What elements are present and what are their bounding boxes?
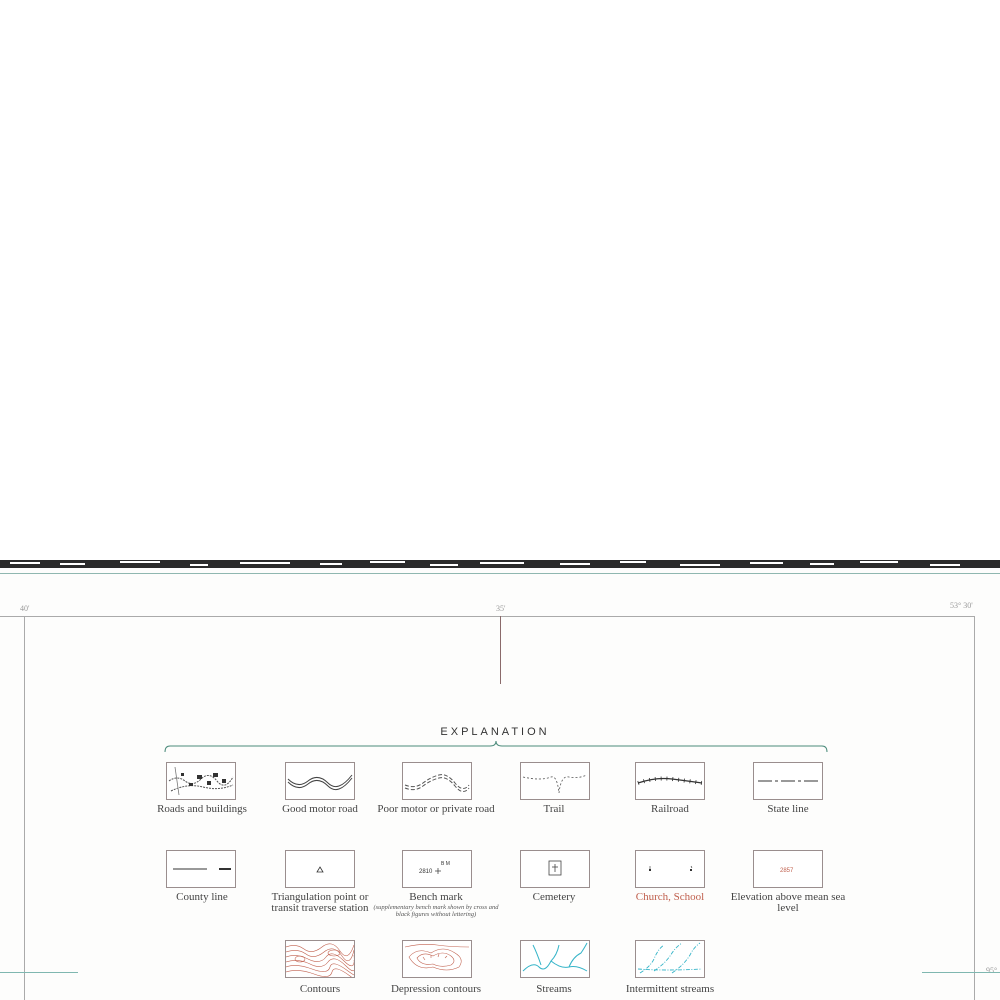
good-motor-road-symbol (285, 762, 355, 800)
poor-motor-road-symbol (402, 762, 472, 800)
meridian-tick (500, 616, 501, 684)
bench-mark-bm-text: B M (441, 861, 450, 867)
trail-symbol (520, 762, 590, 800)
parallel-tick-right (922, 972, 1000, 973)
map-area-blank (0, 0, 1000, 560)
label-intermittent-streams: Intermittent streams (625, 983, 715, 995)
label-railroad: Railroad (651, 803, 689, 815)
label-good-motor-road: Good motor road (282, 803, 358, 815)
explanation-title: EXPLANATION (440, 726, 550, 738)
coord-label-left: 40' (20, 604, 30, 613)
railroad-symbol (635, 762, 705, 800)
bench-mark-note: (supplementary bench mark shown by cross… (373, 904, 499, 918)
bench-mark-sample-number: 2810 (419, 869, 433, 875)
triangulation-symbol (285, 850, 355, 888)
elevation-sample-number: 2857 (780, 868, 794, 874)
state-line-symbol (753, 762, 823, 800)
county-line-symbol (166, 850, 236, 888)
neatline-top (0, 616, 975, 617)
parallel-tick-left (0, 972, 78, 973)
roads-buildings-symbol (166, 762, 236, 800)
label-trail: Trail (543, 803, 565, 815)
intermittent-streams-symbol (635, 940, 705, 978)
label-contours: Contours (299, 983, 341, 995)
church-school-symbol (635, 850, 705, 888)
map-edge-line (0, 573, 1000, 574)
label-elevation: Elevation above mean sea level (730, 891, 846, 914)
coord-label-right: 53° 30' (950, 601, 973, 610)
contours-symbol (285, 940, 355, 978)
label-bench-mark: Bench mark (409, 891, 463, 903)
label-triangulation: Triangulation point or transit traverse … (271, 891, 369, 914)
explanation-brace (164, 740, 828, 753)
label-county-line: County line (176, 891, 228, 903)
label-church-school: Church, School (635, 891, 705, 903)
label-cemetery: Cemetery (532, 891, 576, 903)
label-depression-contours: Depression contours (390, 983, 482, 995)
streams-symbol (520, 940, 590, 978)
label-roads-buildings: Roads and buildings (157, 803, 247, 815)
label-streams: Streams (536, 983, 572, 995)
map-torn-edge (0, 558, 1000, 572)
elevation-symbol: 2857 (753, 850, 823, 888)
depression-contours-symbol (402, 940, 472, 978)
neatline-left (24, 616, 25, 1000)
label-state-line: State line (767, 803, 809, 815)
cemetery-symbol (520, 850, 590, 888)
coord-label-middle: 35' (496, 604, 506, 613)
label-poor-motor-road: Poor motor or private road (377, 803, 495, 815)
bench-mark-symbol: 2810 B M (402, 850, 472, 888)
neatline-right (974, 616, 975, 1000)
coord-label-right-bottom: 95° (986, 966, 998, 975)
